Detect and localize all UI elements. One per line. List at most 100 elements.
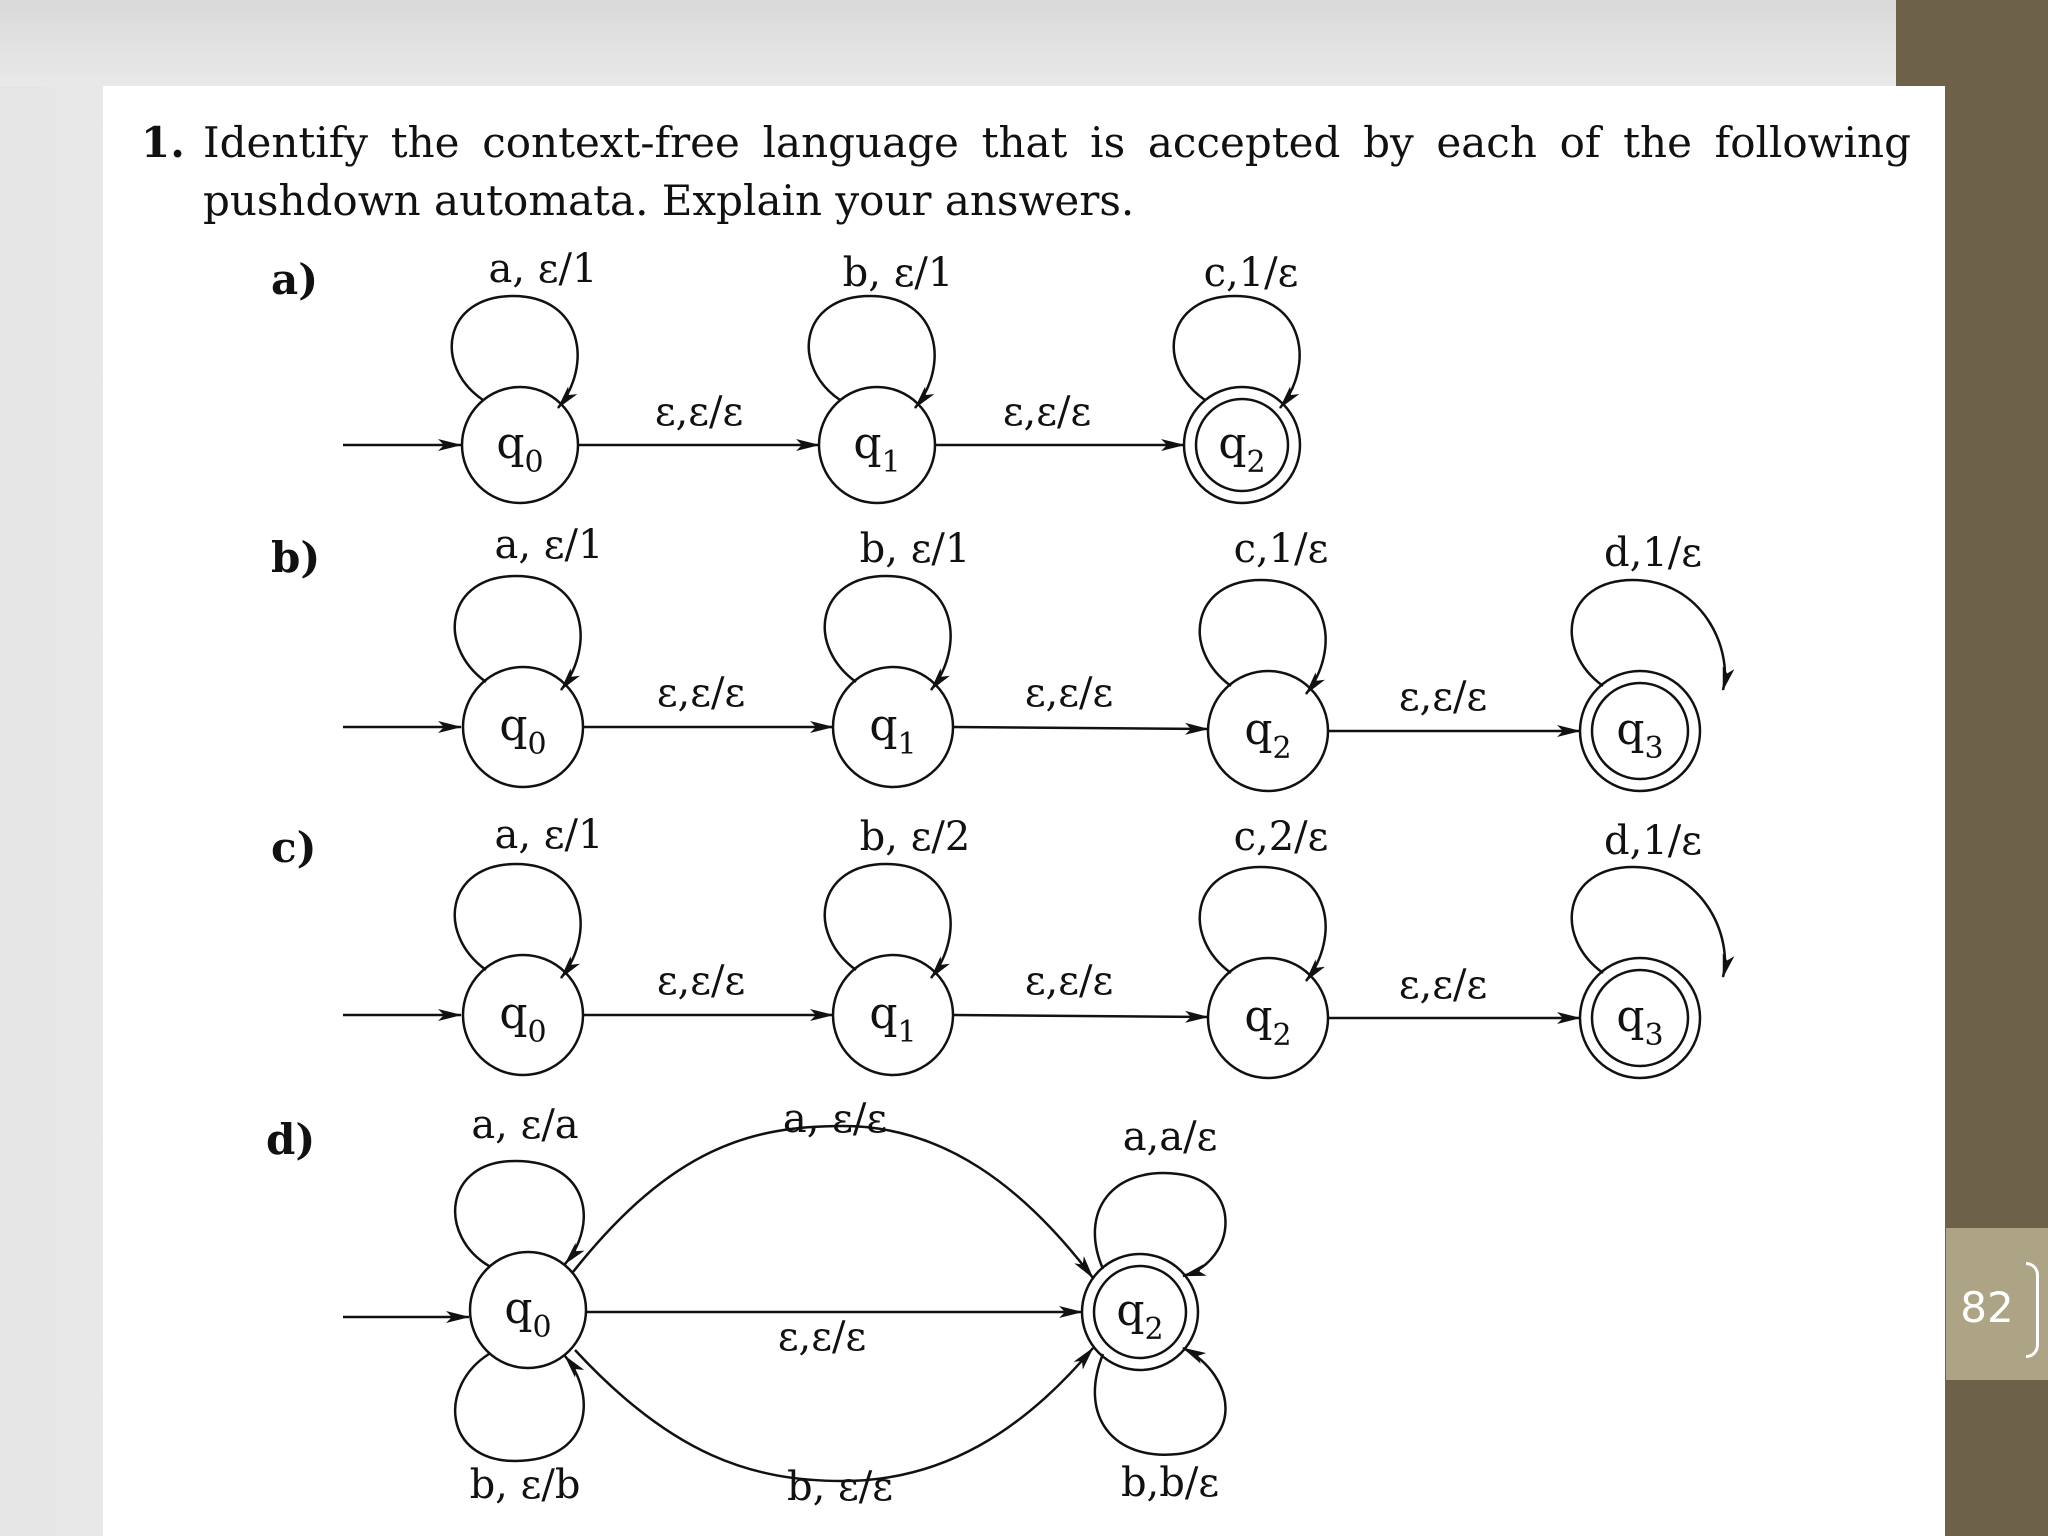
svg-text:q0: q0 [499, 988, 546, 1050]
state-sub: 0 [528, 727, 547, 762]
svg-text:q2: q2 [1218, 418, 1265, 480]
loop-label: c,1/ε [1234, 526, 1329, 572]
state-name: q [499, 988, 527, 1039]
svg-text:q0: q0 [504, 1283, 551, 1345]
pda-a: a) q0 q1 q2 a, ε/1 b, ε/1 c, [271, 246, 1302, 505]
loop-label: a, ε/1 [495, 522, 604, 568]
state-name: q [1116, 1285, 1144, 1336]
state-sub: 0 [533, 1310, 552, 1345]
self-loop-q1 [823, 574, 952, 691]
svg-text:q1: q1 [869, 988, 916, 1050]
svg-text:q0: q0 [496, 418, 543, 480]
loop-label: b, ε/b [470, 1462, 581, 1508]
state-sub: 2 [1273, 731, 1292, 766]
pda-diagrams: a) q0 q1 q2 a, ε/1 b, ε/1 c, [266, 246, 1735, 1510]
state-sub: 3 [1645, 1018, 1664, 1053]
part-a-label: a) [271, 255, 318, 304]
question: 1. Identify the context-free language th… [141, 114, 1911, 230]
transition-q1-q2 [952, 722, 1209, 735]
self-loop-q0 [450, 294, 579, 409]
state-name: q [869, 700, 897, 751]
svg-text:q2: q2 [1244, 704, 1291, 766]
state-name: q [504, 1283, 532, 1334]
self-loop-q3 [1570, 865, 1735, 978]
loop-label: d,1/ε [1604, 818, 1702, 864]
state-sub: 1 [898, 1015, 917, 1050]
self-loop-q0-bottom [454, 1352, 585, 1463]
state-name: q [869, 988, 897, 1039]
svg-text:q2: q2 [1244, 991, 1291, 1053]
state-q1: q1 [817, 385, 937, 505]
svg-text:q3: q3 [1616, 704, 1663, 766]
part-d-label: d) [266, 1115, 315, 1164]
edge-label: ε,ε/ε [657, 670, 745, 716]
loop-label: b,b/ε [1121, 1460, 1219, 1506]
question-number: 1. [141, 118, 185, 167]
transition-q1-q2 [952, 1010, 1209, 1023]
state-name: q [853, 418, 881, 469]
state-sub: 3 [1645, 731, 1664, 766]
state-q3-accepting: q3 [1578, 669, 1702, 793]
loop-label: a, ε/1 [489, 246, 598, 292]
state-q0: q0 [468, 1250, 588, 1370]
svg-text:q2: q2 [1116, 1285, 1163, 1347]
loop-label: b, ε/1 [843, 250, 954, 296]
page-bracket-icon [2026, 1262, 2039, 1358]
self-loop-q2 [1198, 865, 1327, 982]
self-loop-q2-bottom [1093, 1346, 1227, 1456]
question-text: Identify the context-free language that … [203, 118, 1911, 225]
self-loop-q0 [453, 862, 582, 979]
state-sub: 0 [528, 1015, 547, 1050]
state-name: q [1244, 991, 1272, 1042]
state-q2-accepting: q2 [1080, 1252, 1200, 1372]
edge-label: ε,ε/ε [1399, 962, 1487, 1008]
self-loop-q1 [823, 862, 952, 979]
state-name: q [1218, 418, 1246, 469]
self-loop-q3 [1570, 578, 1735, 691]
self-loop-q0-top [454, 1159, 585, 1268]
loop-label: a, ε/1 [495, 812, 604, 858]
edge-label: ε,ε/ε [655, 389, 743, 435]
part-b-label: b) [271, 533, 320, 582]
loop-label: a, ε/a [471, 1102, 578, 1148]
state-sub: 2 [1273, 1018, 1292, 1053]
transition-q0-q2-lower [574, 1347, 1094, 1483]
self-loop-q2 [1198, 578, 1327, 695]
pda-d: d) q0 q2 a, ε/a b, ε/b a,a/ε b,b/ε [266, 1096, 1227, 1510]
pda-c: c) q0 q1 q2 q3 a, ε/1 [271, 812, 1735, 1080]
state-name: q [1616, 991, 1644, 1042]
pda-b: b) q0 q1 q2 q3 a, ε/1 [271, 522, 1735, 793]
edge-label: b, ε/ε [787, 1464, 893, 1510]
state-q2-accepting: q2 [1182, 385, 1302, 505]
state-sub: 1 [882, 445, 901, 480]
state-sub: 0 [525, 445, 544, 480]
state-name: q [499, 700, 527, 751]
loop-label: c,1/ε [1204, 250, 1299, 296]
svg-text:q1: q1 [869, 700, 916, 762]
state-sub: 1 [898, 727, 917, 762]
header-band [0, 0, 1896, 86]
self-loop-q2 [1172, 294, 1301, 409]
state-name: q [496, 418, 524, 469]
page-number: 82 [1960, 1283, 2014, 1332]
slide-content: 1. Identify the context-free language th… [103, 86, 1945, 1536]
self-loop-q0 [453, 574, 582, 691]
edge-label: ε,ε/ε [1003, 389, 1091, 435]
state-name: q [1616, 704, 1644, 755]
loop-label: d,1/ε [1604, 530, 1702, 576]
state-q0: q0 [461, 665, 585, 789]
state-sub: 2 [1247, 445, 1266, 480]
edge-label: ε,ε/ε [778, 1314, 866, 1360]
edge-label: ε,ε/ε [1025, 958, 1113, 1004]
edge-label: a, ε/ε [783, 1096, 887, 1142]
state-name: q [1244, 704, 1272, 755]
edge-label: ε,ε/ε [1399, 674, 1487, 720]
state-q3-accepting: q3 [1578, 956, 1702, 1080]
edge-label: ε,ε/ε [1025, 670, 1113, 716]
edge-label: ε,ε/ε [657, 958, 745, 1004]
loop-label: a,a/ε [1123, 1114, 1218, 1160]
loop-label: c,2/ε [1234, 814, 1329, 860]
transition-q0-q2-upper [572, 1124, 1094, 1279]
loop-label: b, ε/1 [860, 526, 971, 572]
svg-text:q1: q1 [853, 418, 900, 480]
